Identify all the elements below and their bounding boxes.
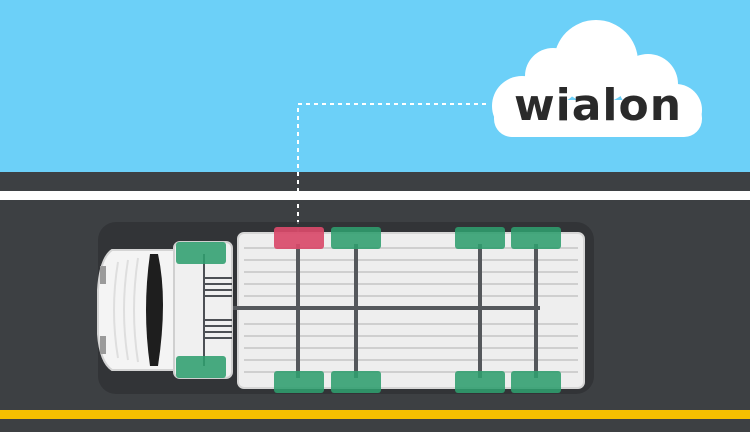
tire-sensor-alert (274, 227, 324, 249)
data-link-line (297, 103, 490, 232)
trailer (200, 232, 585, 389)
tire-sensor-trailer-2-left (331, 227, 381, 249)
tire-sensor-trailer-1-right (274, 371, 324, 393)
tire-sensor-trailer-4-right (511, 371, 561, 393)
tire-sensor-steer-left (176, 242, 226, 264)
lane-line-white (0, 191, 750, 200)
tire-sensor-icon (176, 227, 561, 393)
tire-sensor-trailer-3-right (455, 371, 505, 393)
wialon-logo: wialon (513, 80, 683, 131)
cloud-icon (492, 20, 702, 137)
tire-sensor-steer-right (176, 356, 226, 378)
lane-line-yellow (0, 410, 750, 419)
tire-sensor-trailer-2-right (331, 371, 381, 393)
tire-sensor-trailer-3-left (455, 227, 505, 249)
tire-sensor-trailer-4-left (511, 227, 561, 249)
